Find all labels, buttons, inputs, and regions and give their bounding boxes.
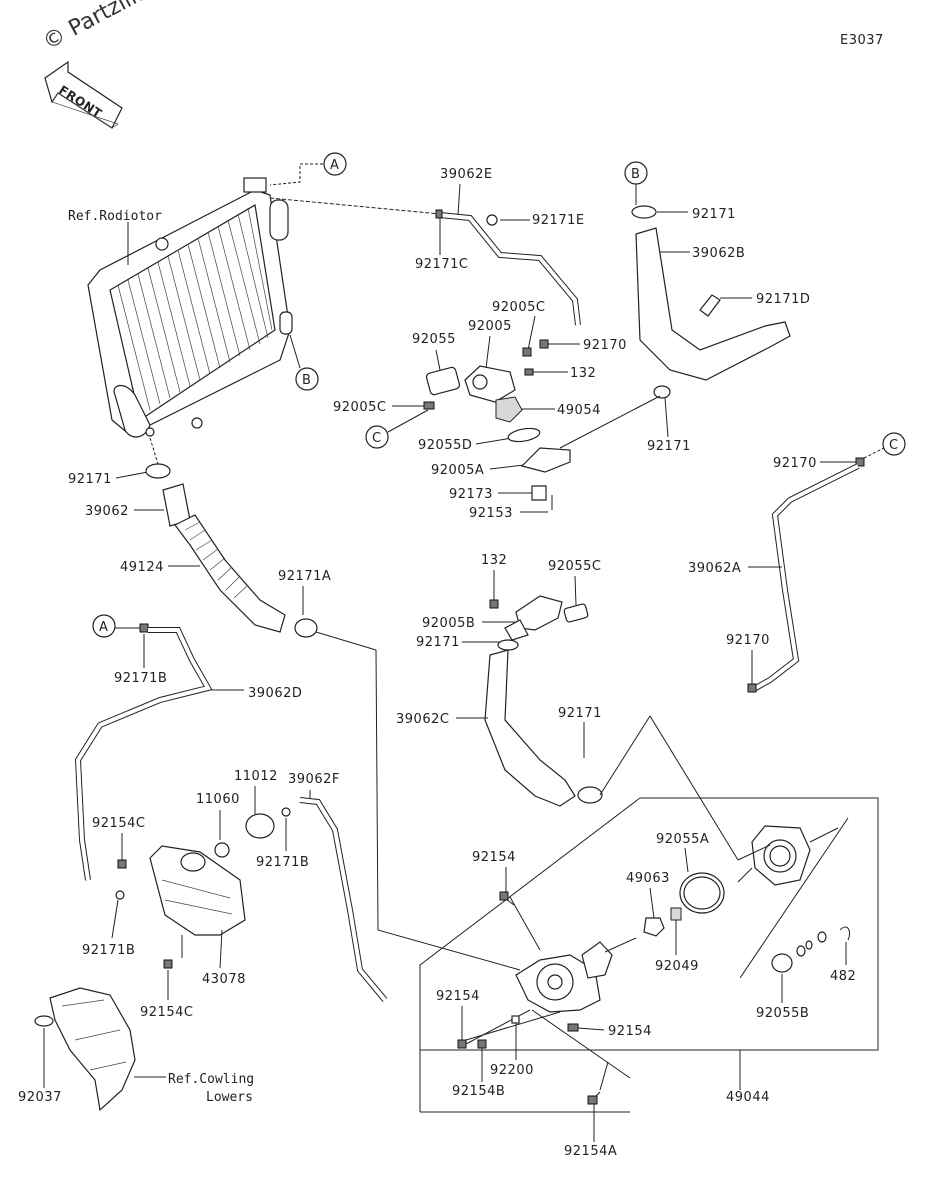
ref-circle-b-radiator: B <box>295 367 319 391</box>
label-92171-lower: 92171 <box>558 706 602 721</box>
label-92171B-top: 92171B <box>114 671 167 686</box>
label-49044: 49044 <box>726 1090 770 1105</box>
svg-text:B: B <box>631 167 640 182</box>
label-92005B: 92005B <box>422 616 475 631</box>
label-92170-top: 92170 <box>583 338 627 353</box>
label-11060: 11060 <box>196 792 240 807</box>
label-132-top: 132 <box>570 366 596 381</box>
watermark-text: © Partzilla.com <box>39 0 201 55</box>
circle-c-right: C <box>882 432 906 456</box>
label-92171B-mid: 92171B <box>256 855 309 870</box>
label-39062: 39062 <box>85 504 129 519</box>
label-92171-mid2: 92171 <box>416 635 460 650</box>
ref-radiator: Ref.Rodiotor <box>68 209 162 224</box>
label-92153: 92153 <box>469 506 513 521</box>
label-39062F: 39062F <box>288 772 340 787</box>
label-92154A: 92154A <box>564 1144 617 1159</box>
label-92005A: 92005A <box>431 463 484 478</box>
label-92154-right: 92154 <box>608 1024 652 1039</box>
label-39062B: 39062B <box>692 246 745 261</box>
label-92171-left: 92171 <box>68 472 112 487</box>
label-92171B-low: 92171B <box>82 943 135 958</box>
label-92055D: 92055D <box>418 438 472 453</box>
label-482: 482 <box>830 969 856 984</box>
label-49063: 49063 <box>626 871 670 886</box>
label-49054: 49054 <box>557 403 601 418</box>
label-92171A: 92171A <box>278 569 331 584</box>
label-39062C: 39062C <box>396 712 449 727</box>
label-11012: 11012 <box>234 769 278 784</box>
label-92005C-top: 92005C <box>492 300 545 315</box>
label-92154-top: 92154 <box>472 850 516 865</box>
radiator-assembly <box>87 177 293 438</box>
label-92173: 92173 <box>449 487 493 502</box>
label-92154-left: 92154 <box>436 989 480 1004</box>
label-92005C: 92005C <box>333 400 386 415</box>
label-92171-mid: 92171 <box>647 439 691 454</box>
label-92170-mid: 92170 <box>726 633 770 648</box>
label-92171-b: 92171 <box>692 207 736 222</box>
svg-text:B: B <box>302 373 311 388</box>
label-92171E: 92171E <box>532 213 585 228</box>
label-92037: 92037 <box>18 1090 62 1105</box>
front-arrow-icon: FRONT <box>44 60 123 129</box>
ref-circle-c-thermostat: C <box>365 425 389 449</box>
label-39062E: 39062E <box>440 167 493 182</box>
label-92055B: 92055B <box>756 1006 809 1021</box>
label-39062D: 39062D <box>248 686 302 701</box>
circle-b-top: B <box>624 161 648 185</box>
label-92055: 92055 <box>412 332 456 347</box>
label-132-mid: 132 <box>481 553 507 568</box>
svg-text:C: C <box>372 431 382 446</box>
ref-circle-a-top: A <box>323 152 347 176</box>
label-92170-c: 92170 <box>773 456 817 471</box>
ref-cowling-2: Lowers <box>206 1090 253 1105</box>
svg-text:C: C <box>889 438 899 453</box>
label-92055C: 92055C <box>548 559 601 574</box>
label-92171D: 92171D <box>756 292 810 307</box>
label-92154C-low: 92154C <box>140 1005 193 1020</box>
diagram-code: E3037 <box>840 33 884 48</box>
label-92005: 92005 <box>468 319 512 334</box>
ref-cowling-1: Ref.Cowling <box>168 1072 254 1087</box>
svg-text:A: A <box>330 158 339 173</box>
label-92200: 92200 <box>490 1063 534 1078</box>
label-92154C-top: 92154C <box>92 816 145 831</box>
label-92154B: 92154B <box>452 1084 505 1099</box>
svg-text:A: A <box>99 620 108 635</box>
label-92055A: 92055A <box>656 832 709 847</box>
label-92171C: 92171C <box>415 257 468 272</box>
label-43078: 43078 <box>202 972 246 987</box>
label-92049: 92049 <box>655 959 699 974</box>
circle-a-lower: A <box>92 614 116 638</box>
label-39062A: 39062A <box>688 561 741 576</box>
label-49124: 49124 <box>120 560 164 575</box>
